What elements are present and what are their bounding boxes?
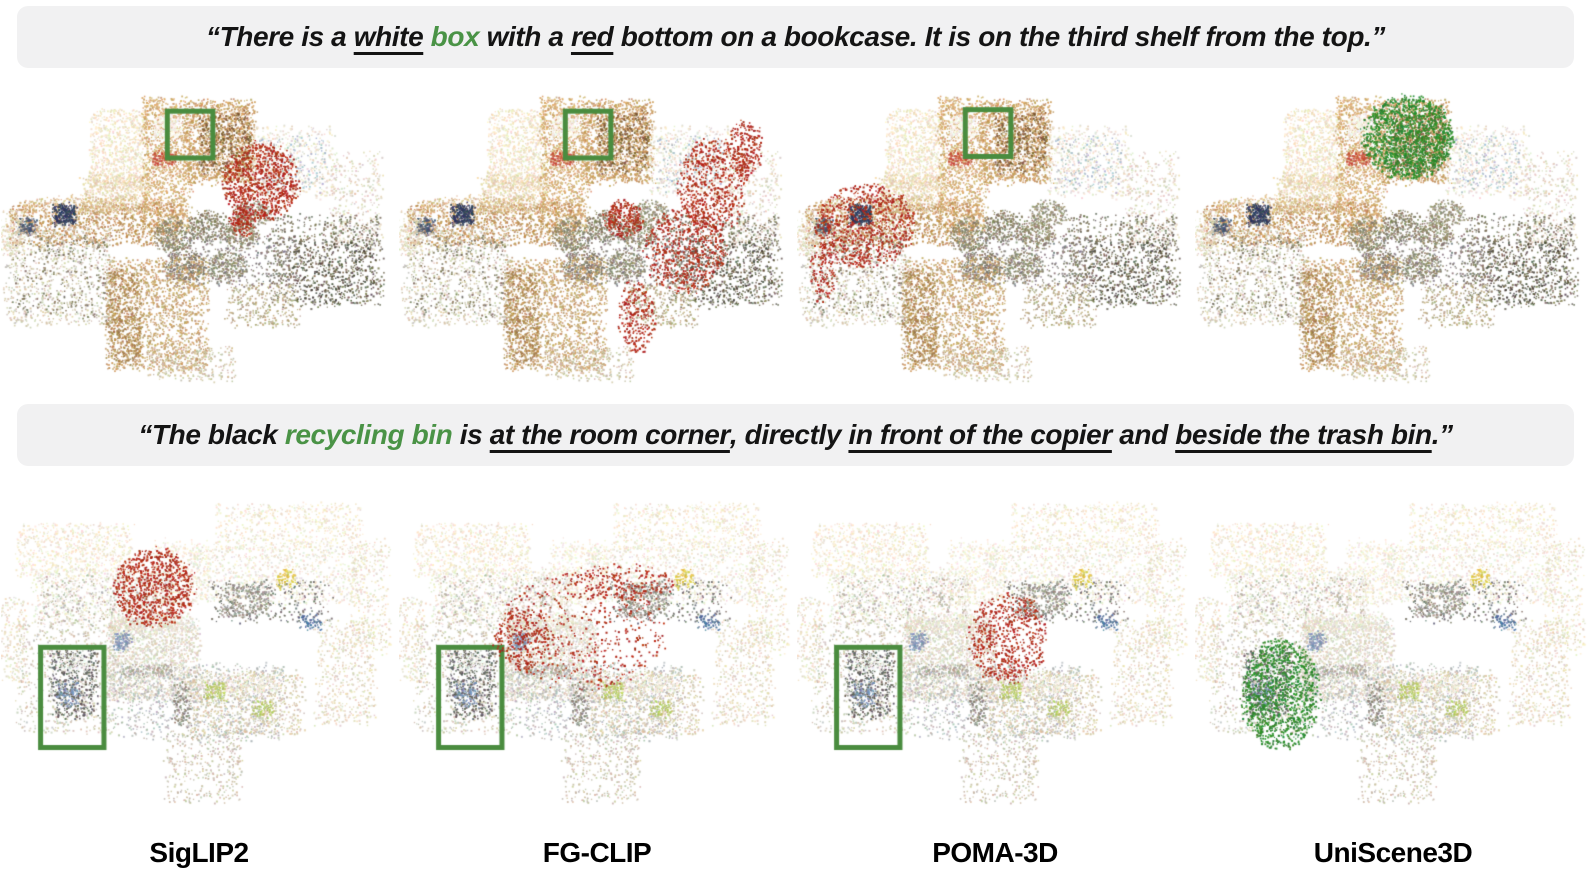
pointcloud-panel-row1-uniscene3d [1195,84,1591,386]
caption-segment-underline: white [353,21,424,52]
pointcloud-panel-row2-fgclip [399,482,795,816]
caption-segment-plain: bottom on a bookcase. It is on the third… [613,21,1386,52]
caption-segment-plain: “There is a [205,21,354,52]
caption-segment-underline: beside the trash bin [1175,419,1432,450]
caption-segment-plain [423,21,430,53]
method-label-fgclip: FG-CLIP [542,837,652,868]
caption-segment-plain: with a [479,21,571,52]
caption-segment-plain: .” [1431,419,1453,450]
pointcloud-panel-row2-poma3d [797,482,1193,816]
caption-segment-plain: “The black [138,419,285,450]
pointcloud-panel-row2-siglip2 [1,482,397,816]
caption-segment-underline: in front of the copier [848,419,1112,450]
caption-query-2: “The black recycling bin is at the room … [17,404,1574,466]
method-label-uniscene3d: UniScene3D [1313,837,1473,868]
caption-query-1: “There is a white box with a red bottom … [17,6,1574,68]
caption-segment-green: recycling bin [284,419,453,450]
caption-segment-plain: is [452,419,490,450]
pointcloud-panel-row1-fgclip [399,84,795,386]
pointcloud-panel-row2-uniscene3d [1195,482,1591,816]
caption-segment-plain: , directly [729,419,849,450]
caption-segment-plain: and [1111,419,1176,450]
method-label-poma3d: POMA-3D [932,837,1058,868]
caption-segment-underline: at the room corner [489,419,731,450]
caption-segment-underline: red [570,21,614,52]
pointcloud-panel-row1-poma3d [797,84,1193,386]
method-label-siglip2: SigLIP2 [149,837,249,868]
caption-segment-green: box [430,21,480,52]
pointcloud-panel-row1-siglip2 [1,84,397,386]
